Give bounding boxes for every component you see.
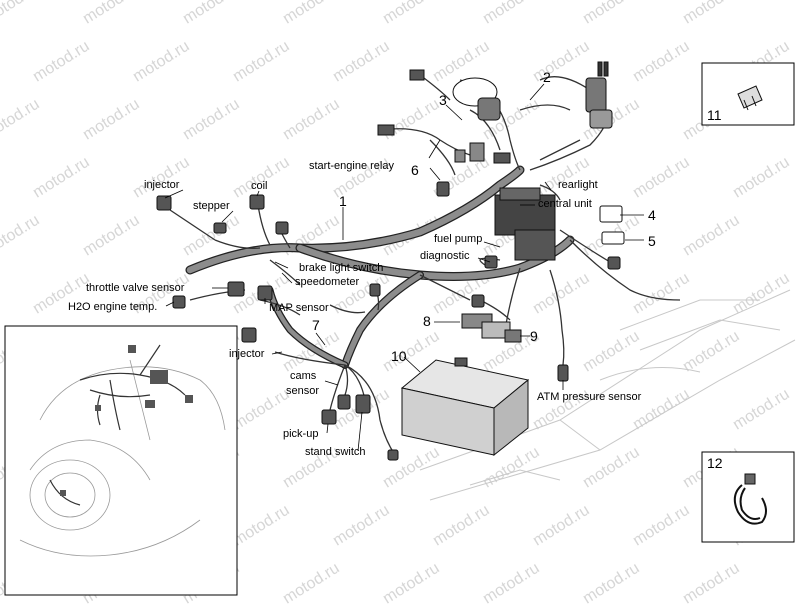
cable-tie-head: [744, 473, 756, 485]
callout-4: 4: [648, 207, 656, 223]
overview-inset-parts: [60, 345, 193, 496]
label-stepper: stepper: [193, 200, 230, 212]
label-central-unit: central unit: [538, 198, 592, 210]
overview-inset-drawing: [19, 359, 226, 557]
label-h2o-engine-temp: H2O engine temp.: [68, 301, 158, 313]
label-speedometer: speedometer: [295, 276, 360, 288]
label-cams: cams: [290, 370, 317, 382]
label-diagnostic: diagnostic: [420, 250, 470, 262]
label-coil: coil: [251, 180, 268, 192]
callout-6: 6: [411, 162, 419, 178]
connectors: [156, 181, 621, 461]
callout-2: 2: [543, 69, 551, 85]
cable-tie-icon: [733, 484, 767, 525]
leader-lines: [164, 83, 644, 452]
callout-10: 10: [391, 348, 407, 364]
label-throttle-valve-sensor: throttle valve sensor: [86, 282, 185, 294]
callout-5: 5: [648, 233, 656, 249]
battery-part: [400, 357, 530, 457]
label-injector-bottom: injector: [229, 348, 265, 360]
callout-8: 8: [423, 313, 431, 329]
callout-11: 11: [707, 107, 722, 123]
label-rearlight: rearlight: [558, 179, 598, 191]
label-pick-up: pick-up: [283, 428, 319, 440]
label-brake-light-switch: brake light switch: [299, 262, 384, 274]
callout-7: 7: [312, 317, 320, 333]
label-start-engine-relay: start-engine relay: [309, 160, 394, 172]
item-12-frame: [701, 451, 795, 543]
central-unit-part: [494, 187, 556, 261]
label-cams-sensor: sensor: [286, 385, 320, 397]
overview-inset-harness: [49, 344, 186, 506]
label-stand-switch: stand switch: [305, 446, 366, 458]
start-engine-relay-part: [377, 69, 511, 164]
callout-12: 12: [707, 455, 723, 471]
label-map-sensor: MAP sensor: [269, 302, 329, 314]
callout-1: 1: [339, 193, 347, 209]
label-fuel-pump: fuel pump: [434, 233, 483, 245]
fuse-parts: [599, 205, 625, 245]
rearlight-connector: [585, 61, 613, 129]
sensor-parts: [461, 313, 522, 343]
callout-3: 3: [439, 92, 447, 108]
callout-9: 9: [530, 328, 538, 344]
overview-inset-frame: [4, 325, 238, 596]
fuse-icon: [737, 85, 763, 111]
label-atm-pressure-sensor: ATM pressure sensor: [537, 391, 642, 403]
label-injector-top: injector: [144, 179, 180, 191]
